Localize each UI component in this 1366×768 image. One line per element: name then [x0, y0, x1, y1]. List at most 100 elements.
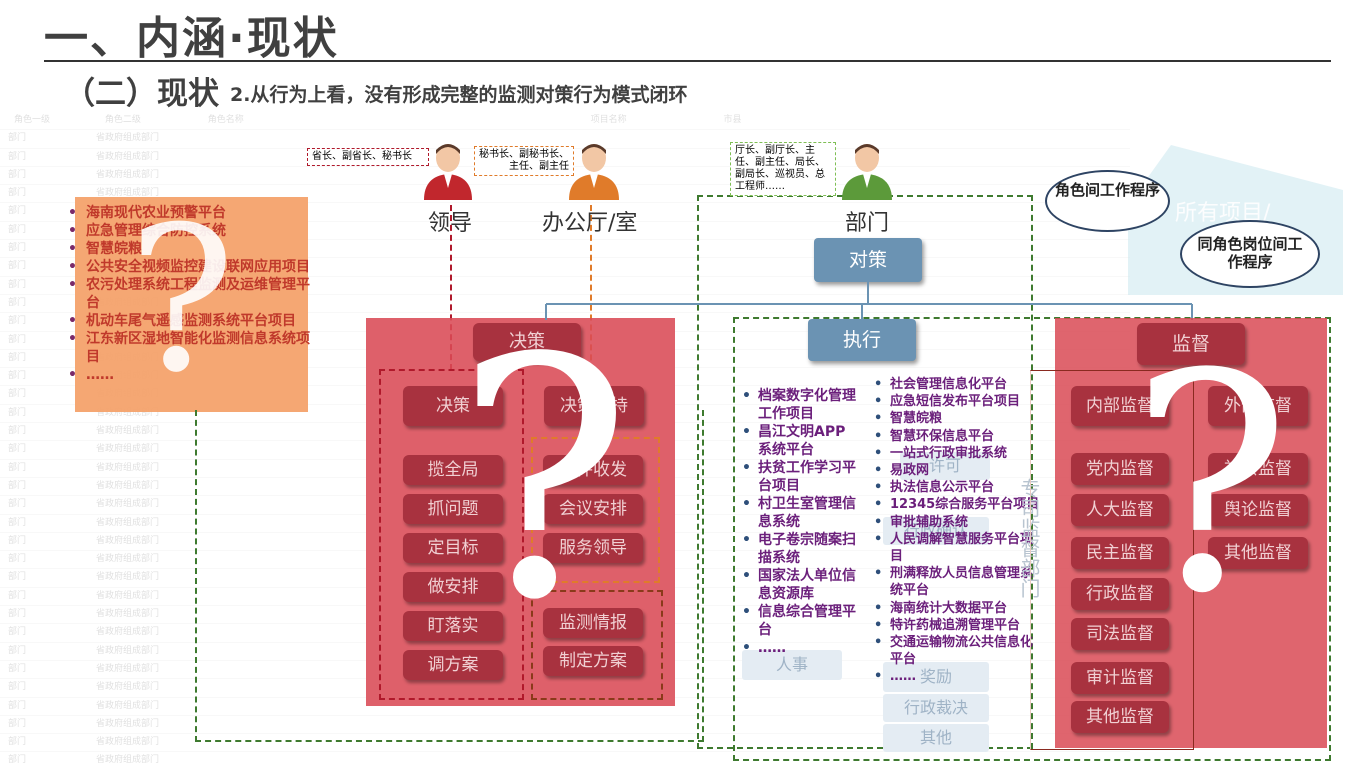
supervision-item[interactable]: 人大监督	[1071, 494, 1169, 526]
table-cell: 省政府组成部门	[96, 645, 160, 656]
supervision-item[interactable]: 党内监督	[1071, 453, 1169, 485]
supervision-head[interactable]: 监督	[1137, 323, 1245, 365]
leader-label: 领导	[428, 211, 473, 236]
supervision-item[interactable]: 行政监督	[1071, 578, 1169, 610]
section-subtitle: （二）现状	[64, 76, 219, 112]
table-cell: 省政府组成部门	[96, 169, 160, 180]
table-row: 角色一级 角色二级 角色名称 项目名称 市县	[0, 112, 1130, 131]
office-label: 办公厅/室	[542, 211, 638, 236]
table-row: 部门省政府组成部门	[0, 167, 1130, 186]
table-cell: 部门	[8, 316, 27, 327]
table-cell: 省政府组成部门	[96, 572, 160, 583]
list-item: 信息综合管理平台	[740, 603, 856, 639]
supervision-item[interactable]: 司法监督	[1071, 618, 1169, 650]
list-item: 智慧皖粮	[68, 240, 313, 258]
title-divider	[44, 60, 1331, 62]
table-cell: 省政府组成部门	[96, 407, 160, 418]
decision-support-item[interactable]: 制定方案	[543, 646, 643, 676]
decision-head[interactable]: 决策	[473, 323, 581, 361]
supervision-frame	[1030, 370, 1194, 750]
bottom-frame	[195, 410, 704, 742]
table-cell: 省政府组成部门	[96, 627, 160, 638]
table-cell: 部门	[8, 517, 27, 528]
table-cell: 部门	[8, 737, 27, 748]
table-cell: 省政府组成部门	[96, 426, 160, 437]
decision-item[interactable]: 定目标	[403, 533, 503, 563]
supervision-item[interactable]: 审计监督	[1071, 662, 1169, 694]
decision-item[interactable]: 抓问题	[403, 494, 503, 524]
table-cell: 部门	[8, 261, 27, 272]
table-cell: 部门	[8, 718, 27, 729]
office-tag: 秘书长、副秘书长、主任、副主任	[474, 146, 574, 176]
table-cell: 省政府组成部门	[96, 480, 160, 491]
table-row: 部门省政府组成部门	[0, 752, 1130, 768]
table-cell: 部门	[8, 407, 27, 418]
table-cell: 省政府组成部门	[96, 663, 160, 674]
supervision-item[interactable]: 社会监督	[1208, 453, 1308, 485]
table-cell: 部门	[8, 426, 27, 437]
question-mark-icon: ?	[455, 288, 632, 672]
decision-support-item[interactable]: 服务领导	[543, 533, 643, 563]
supervision-item[interactable]: 外部监督	[1208, 386, 1308, 426]
table-row: 部门省政府组成部门	[0, 716, 1130, 735]
decision-button[interactable]: 决策	[403, 386, 503, 426]
supervision-item[interactable]: 内部监督	[1071, 386, 1169, 426]
supervision-item[interactable]: 其他监督	[1208, 537, 1308, 569]
table-header-cell: 市县	[723, 115, 742, 125]
decision-item[interactable]: 调方案	[403, 650, 503, 680]
execution-list-left: 档案数字化管理工作项目 昌江文明APP系统平台 扶贫工作学习平台项目 村卫生室管…	[740, 387, 856, 657]
decision-item[interactable]: 做安排	[403, 572, 503, 602]
table-cell: 省政府组成部门	[96, 462, 160, 473]
table-cell: 部门	[8, 444, 27, 455]
list-item: 农污处理系统工程监测及运维管理平台	[68, 276, 313, 312]
person-green-icon	[842, 144, 892, 200]
decision-support-item[interactable]: 会议安排	[543, 494, 643, 524]
table-cell: 省政府组成部门	[96, 609, 160, 620]
table-header-cell: 项目名称	[590, 115, 627, 125]
table-cell: 省政府组成部门	[96, 535, 160, 546]
list-item: 交通运输物流公共信息化平台	[872, 634, 1042, 668]
list-item: ……	[740, 639, 856, 657]
person-orange-icon	[569, 144, 619, 200]
decision-item[interactable]: 盯落实	[403, 611, 503, 641]
list-item: 特许药械追溯管理平台	[872, 617, 1042, 634]
dedicated-supervision-label: 专司监督部门	[1017, 478, 1041, 598]
table-cell: 部门	[8, 535, 27, 546]
decision-support-item[interactable]: 监测情报	[543, 608, 643, 638]
decision-support-item[interactable]: 文件收发	[543, 455, 643, 485]
table-cell: 部门	[8, 499, 27, 510]
table-cell: 部门	[8, 243, 27, 254]
list-item: 执法信息公示平台	[872, 479, 1042, 496]
table-cell: 部门	[8, 352, 27, 363]
question-mark-icon: ?	[1130, 310, 1291, 659]
list-item: 昌江文明APP系统平台	[740, 423, 856, 459]
list-item: 扶贫工作学习平台项目	[740, 459, 856, 495]
supervision-item[interactable]: 舆论监督	[1208, 494, 1308, 526]
table-cell: 省政府组成部门	[96, 499, 160, 510]
table-cell: 部门	[8, 133, 27, 144]
supervision-item[interactable]: 民主监督	[1071, 537, 1169, 569]
table-cell: 部门	[8, 297, 27, 308]
list-item: 刑满释放人员信息管理系统平台	[872, 565, 1042, 599]
table-cell: 部门	[8, 188, 27, 199]
decision-item[interactable]: 揽全局	[403, 455, 503, 485]
list-item: 应急管理综合防控系统	[68, 222, 313, 240]
table-cell: 部门	[8, 224, 27, 235]
execution-button[interactable]: 执行	[808, 319, 916, 361]
page-title: 一、内涵·现状	[44, 13, 339, 64]
list-item: 公共安全视频监控建设联网应用项目	[68, 258, 313, 276]
table-cell: 部门	[8, 371, 27, 382]
table-cell: 部门	[8, 627, 27, 638]
leader-connector	[450, 205, 452, 370]
list-item: 电子卷宗随案扫描系统	[740, 531, 856, 567]
table-header-cell: 角色二级	[104, 115, 141, 125]
table-cell: 部门	[8, 480, 27, 491]
countermeasure-button[interactable]: 对策	[814, 238, 922, 282]
table-cell: 部门	[8, 572, 27, 583]
table-cell: 省政府组成部门	[96, 590, 160, 601]
supervision-item[interactable]: 其他监督	[1071, 701, 1169, 733]
decision-support-button[interactable]: 决策支持	[544, 386, 644, 426]
table-cell: 省政府组成部门	[96, 151, 160, 162]
table-cell: 省政府组成部门	[96, 755, 160, 766]
table-cell: 部门	[8, 151, 27, 162]
